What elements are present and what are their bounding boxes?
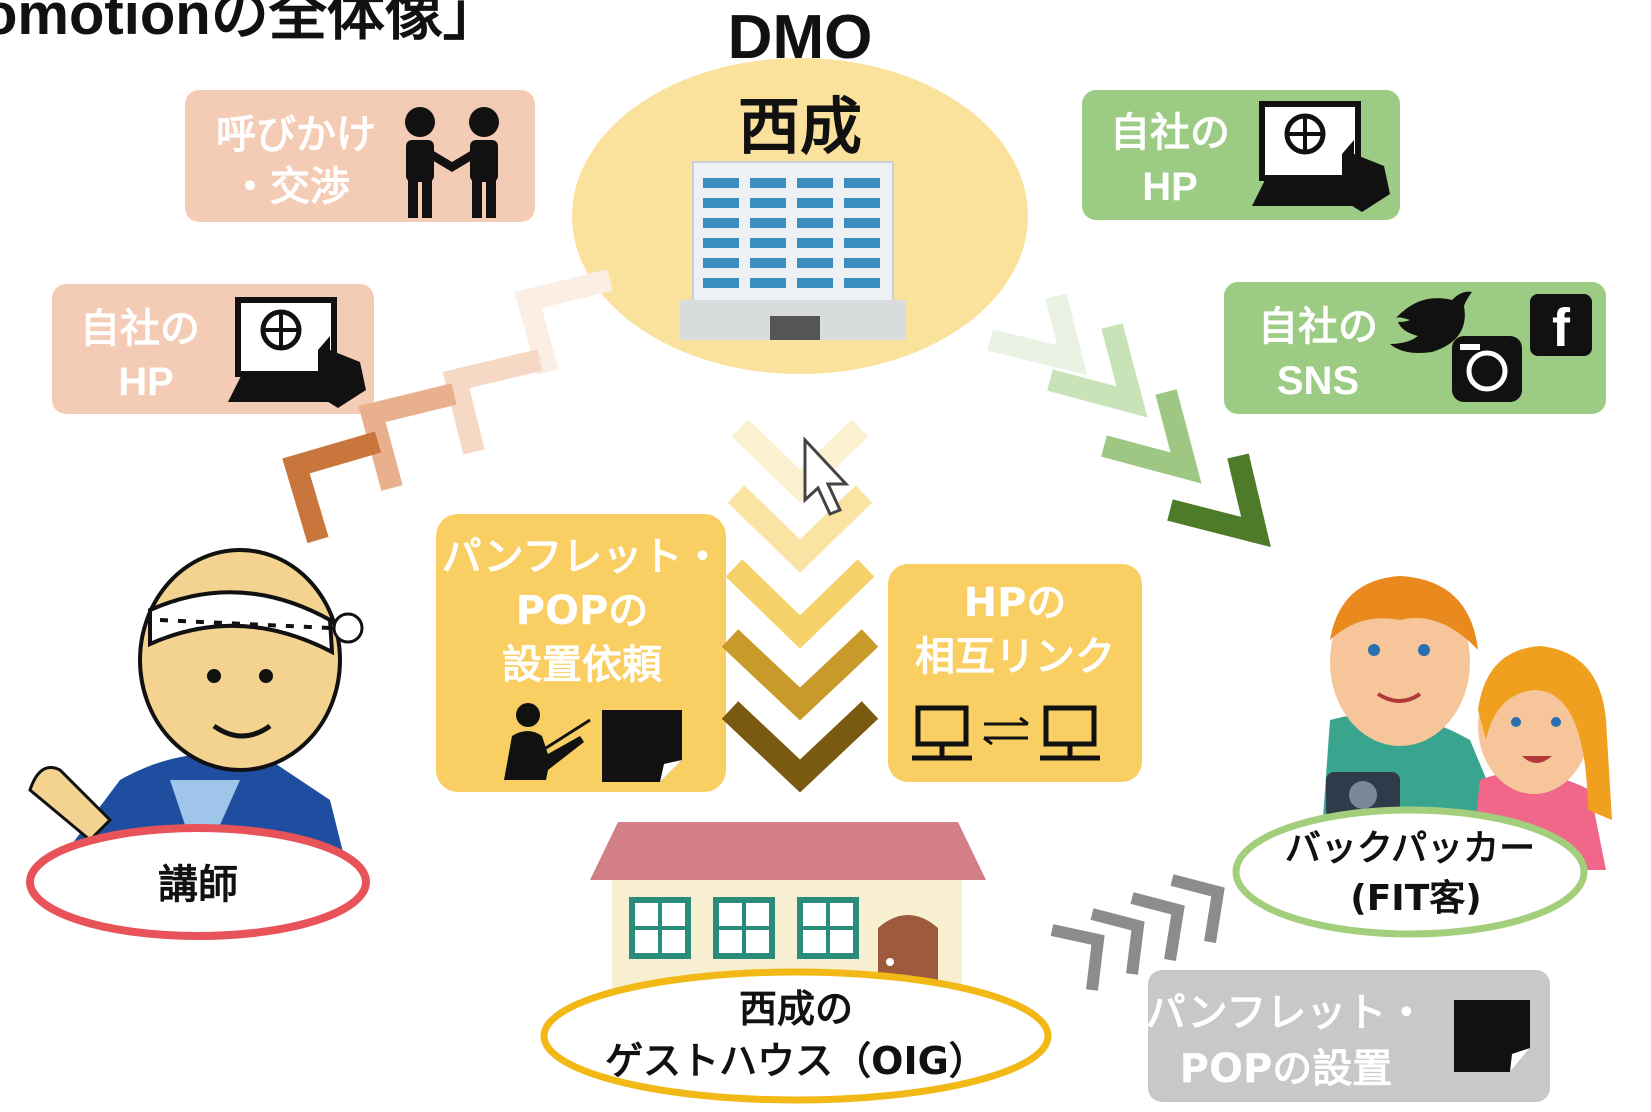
pamphlet-request-label-2: POPの [516,588,649,634]
building-window [703,218,739,228]
pamphlet-placement-box: パンフレット・ POPの設置 [1146,970,1550,1102]
appeal-box: 呼びかけ ・交渉 [185,90,535,222]
building-window [750,178,786,188]
left-hp-label-2: HP [118,360,174,404]
building-icon [680,161,906,340]
pamphlet-placement-label-1: パンフレット・ [1146,990,1427,1036]
hp-link-label-1: HPの [964,580,1067,626]
appeal-label-2: ・交渉 [230,164,350,210]
building-window [844,218,880,228]
building-window [750,278,786,288]
left-hp-box: 自社の HP [52,284,374,414]
building-window [844,198,880,208]
building-window [750,198,786,208]
building-window [797,218,833,228]
building-window [797,198,833,208]
building-window [844,178,880,188]
hp-link-box: HPの 相互リンク [888,564,1142,782]
building-window [703,258,739,268]
right-hp-box: 自社の HP [1082,90,1400,220]
document-icon [1454,1000,1530,1072]
guesthouse-label: 西成の ゲストハウス（OIG） [540,968,1052,1104]
guesthouse-text-2: ゲストハウス（OIG） [605,1039,987,1083]
laptop-web-icon [1252,101,1390,212]
building-window [844,278,880,288]
left-hp-label-1: 自社の [80,306,200,352]
chevrons-center [721,419,879,793]
backpacker-text-1: バックパッカー [1285,828,1535,869]
instructor-label: 講師 [26,824,370,940]
right-hp-label-2: HP [1142,165,1198,209]
instructor-text: 講師 [158,862,238,908]
right-hp-label-1: 自社の [1110,110,1230,156]
cursor-icon [803,436,850,516]
facebook-icon: f [1530,294,1592,358]
building-window [750,218,786,228]
building-window [703,238,739,248]
building-window [797,238,833,248]
presenter-icon [504,703,591,780]
building-window [797,278,833,288]
right-sns-label-1: 自社の [1258,304,1378,350]
twitter-icon [1390,291,1472,353]
chevrons-left [282,269,613,544]
handshake-icon [405,107,499,218]
building-window [797,178,833,188]
building-window [844,258,880,268]
dmo-name: DMO [728,3,873,72]
hp-link-label-2: 相互リンク [915,634,1115,680]
pamphlet-request-box: パンフレット・ POPの 設置依頼 [436,514,726,792]
document-icon [602,710,682,782]
right-sns-label-2: SNS [1277,359,1359,403]
svg-text:f: f [1552,298,1571,358]
pamphlet-placement-label-2: POPの設置 [1180,1046,1393,1092]
right-sns-box: 自社の SNS f [1224,282,1606,414]
building-window [750,258,786,268]
appeal-label-1: 呼びかけ [216,112,376,158]
dmo-place: 西成 [738,90,862,163]
dmo-node: DMO 西成 [572,3,1028,374]
pamphlet-request-label-3: 設置依頼 [502,642,663,688]
computer-link-icon [912,705,1100,761]
building-window [703,278,739,288]
chevrons-right [987,293,1271,548]
guesthouse-text-1: 西成の [739,987,853,1031]
instagram-icon [1452,336,1522,402]
laptop-web-icon [228,297,366,408]
building-window [844,238,880,248]
building-window [703,198,739,208]
building-window [703,178,739,188]
partial-title: omotionの全体像」 [0,0,501,47]
building-window [797,258,833,268]
backpacker-label: バックパッカー (FIT客) [1232,806,1588,938]
backpacker-text-2: (FIT客) [1350,878,1481,919]
chevrons-bottom [1050,874,1225,991]
building-window [750,238,786,248]
pamphlet-request-label-1: パンフレット・ [442,534,723,580]
